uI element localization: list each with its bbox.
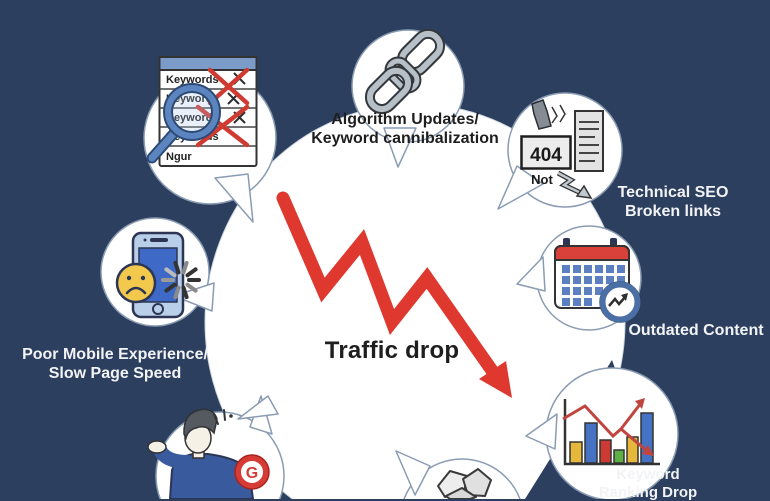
label-technical-seo: Technical SEO Broken links [597,184,749,222]
zap-arrow-icon [556,170,593,199]
speech-tail [525,413,558,450]
speech-tail [383,127,417,168]
traffic-drop-arrow [276,191,512,398]
speech-tails [173,127,558,496]
google-g-icon: G [234,454,270,490]
calendar-icon [554,238,641,323]
label-line: Ranking Drop [598,483,698,501]
label-line: Broken links [624,202,722,220]
label-line: Algorithm Updates/ [331,111,479,128]
label-line: Technical SEO [617,184,729,201]
broken-shard-icon [531,99,552,130]
clock-overlay-icon [599,281,641,323]
center-title: Traffic drop [292,337,492,365]
hair [183,408,218,441]
trend-line-icon [562,398,654,456]
hand [147,440,167,454]
label-algorithm-updates: Algorithm Updates/ Keyword cannibalizati… [252,111,558,149]
label-line: Keyword cannibalization [311,129,499,147]
crack-lines-icon [551,104,566,124]
error-not-text: Not [531,172,553,187]
label-poor-mobile: Poor Mobile Experience/ Slow Page Speed [2,346,228,384]
loading-spinner-icon [161,260,201,300]
person-icon: G [147,408,270,499]
crumpled-paper-icon [437,468,492,499]
speech-tail [516,256,546,292]
label-line: Slow Page Speed [48,364,182,382]
speech-tail [395,450,431,496]
label-line: Keyword [616,466,680,483]
label-line: Poor Mobile Experience/ [22,346,208,363]
exclaim-marks-icon [213,409,233,425]
keyword-row-text: Keywords [166,74,219,86]
google-g-text: G [246,465,258,482]
sad-face-icon [115,262,157,304]
speech-tail [237,395,279,420]
mobile-phone-icon [115,231,201,319]
keyword-row-text: Ngur [166,151,192,163]
label-line: Traffic drop [324,337,460,364]
speech-tail [497,165,544,210]
chain-links-icon [364,28,446,115]
keyword-table-icon: Keywords Keywords Keywords Keywords Ngur [146,56,258,167]
error-code-box [520,135,572,170]
speech-tail [214,173,254,223]
label-keyword-ranking-drop: Keyword Ranking Drop [573,466,723,501]
error-404-icon: 404 Not [520,99,604,199]
label-line: Outdated Content [628,322,764,339]
error-code-text: 404 [530,145,562,166]
magnifier-icon [146,83,221,164]
label-outdated-content: Outdated Content [622,322,770,341]
bar-chart-icon [562,398,660,466]
